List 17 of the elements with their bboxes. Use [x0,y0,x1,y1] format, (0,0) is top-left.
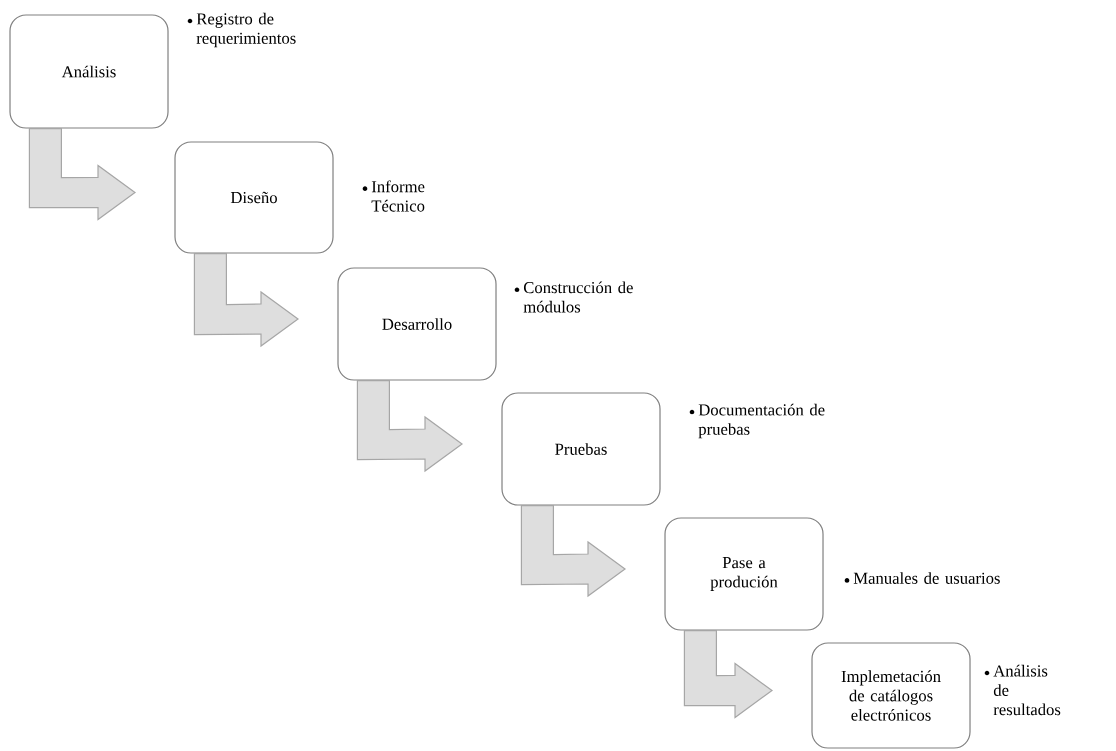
bullet-text: Documentación de pruebas [698,403,825,439]
process-box: Implemetación de catálogos electrónicos [811,642,971,749]
bent-arrow [356,380,464,473]
process-box: Diseño [174,141,334,254]
process-box: Pase a produción [664,517,824,631]
bullet-text: Registro de requerimientos [196,12,296,48]
bullet-text: Manuales de usuarios [853,572,1000,584]
process-box: Análisis [9,14,169,129]
bullet-text: Análisis de resultados [993,664,1061,716]
bullet-text: Informe Técnico [371,180,425,212]
bent-arrow [28,128,136,221]
bullet-text: Construcción de módulos [523,281,633,313]
bent-arrow [683,630,774,719]
process-box: Pruebas [501,392,661,506]
bent-arrow [520,505,627,598]
bent-arrow [193,253,300,348]
process-box: Desarrollo [337,267,497,381]
